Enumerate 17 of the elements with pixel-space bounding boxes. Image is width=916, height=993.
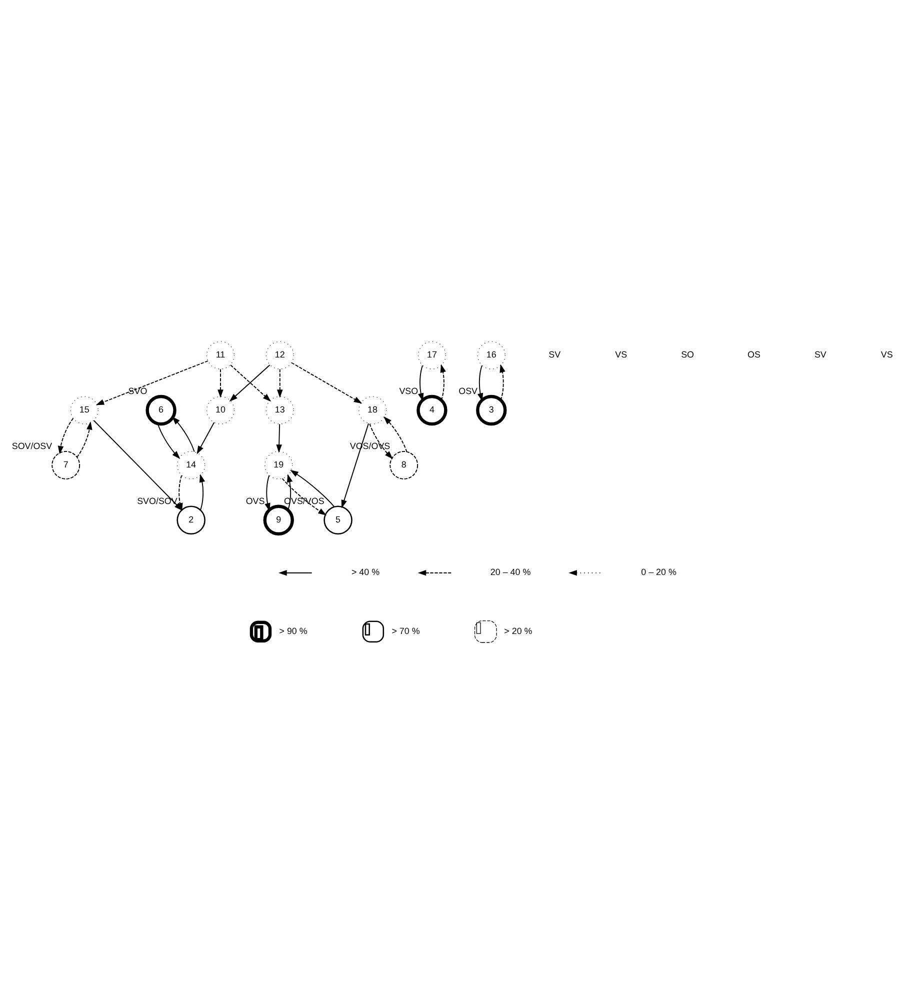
legend-label: > 40 % bbox=[351, 567, 380, 578]
label: SV bbox=[548, 350, 561, 360]
node-label: OVS bbox=[246, 496, 265, 506]
legend-label: 0 – 20 % bbox=[641, 567, 676, 578]
node-label: OSV bbox=[458, 386, 478, 396]
node-label: SVO bbox=[128, 386, 148, 396]
legend-label: > 70 % bbox=[392, 626, 420, 636]
label: SV bbox=[814, 350, 826, 360]
node-label: SOV/OSV bbox=[12, 441, 52, 452]
node-label: VSO bbox=[399, 386, 418, 396]
label: SO bbox=[681, 350, 694, 360]
label: VS bbox=[880, 350, 893, 360]
legend-label: > 90 % bbox=[279, 626, 308, 636]
legend-label: > 20 % bbox=[504, 626, 532, 636]
label: VS bbox=[615, 350, 628, 360]
label: OS bbox=[748, 350, 760, 360]
legend-label: 20 – 40 % bbox=[490, 567, 531, 578]
